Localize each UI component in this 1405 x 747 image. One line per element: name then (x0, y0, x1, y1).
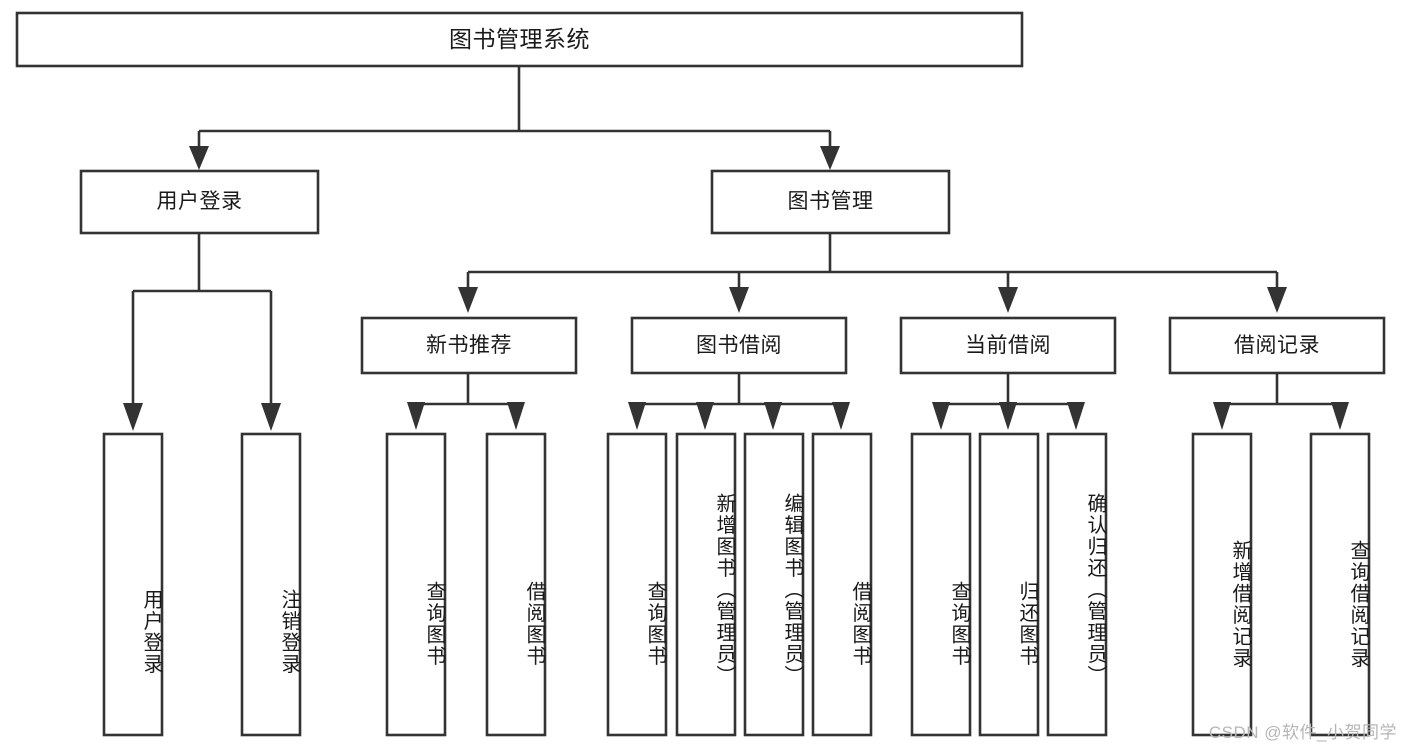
arrowhead-leaf-return-book (999, 402, 1017, 430)
node-box-leaf-query-book-3[interactable] (910, 432, 972, 737)
arrowhead-leaf-add-book (696, 402, 714, 430)
node-box-user-login[interactable] (79, 169, 320, 235)
arrowhead-user-login (189, 146, 209, 170)
node-box-leaf-return-book[interactable] (978, 432, 1040, 737)
node-box-leaf-borrow-book-1[interactable] (485, 432, 547, 737)
arrowhead-leaf-query-book-3 (932, 402, 950, 430)
arrowhead-current-borrow (998, 287, 1018, 313)
arrowhead-book-manage (820, 146, 840, 170)
arrowhead-borrow-record (1267, 287, 1287, 313)
node-box-leaf-query-book-2[interactable] (606, 432, 668, 737)
node-box-leaf-query-book-1[interactable] (385, 432, 447, 737)
arrowhead-leaf-borrow-book-2 (832, 402, 850, 430)
arrowhead-leaf-query-record (1331, 402, 1349, 430)
arrowhead-leaf-logout-login (261, 403, 281, 431)
arrowhead-leaf-add-record (1213, 402, 1231, 430)
node-box-borrow-record[interactable] (1168, 316, 1386, 375)
node-box-book-borrow[interactable] (630, 316, 848, 375)
arrowhead-leaf-edit-book (764, 402, 782, 430)
node-box-new-book-recommend[interactable] (360, 316, 578, 375)
node-box-current-borrow[interactable] (899, 316, 1117, 375)
node-box-layer (15, 11, 1386, 737)
node-box-leaf-query-record[interactable] (1309, 432, 1371, 737)
arrowhead-leaf-user-login (123, 403, 143, 431)
node-box-book-manage[interactable] (710, 169, 951, 235)
node-box-leaf-confirm-return[interactable] (1046, 432, 1108, 737)
node-box-leaf-add-record[interactable] (1191, 432, 1253, 737)
arrowhead-layer (123, 146, 1349, 431)
node-box-leaf-logout-login[interactable] (240, 432, 302, 737)
csdn-watermark: CSDN @软件_小贺同学 (1208, 723, 1397, 742)
arrowhead-book-borrow (729, 287, 749, 313)
arrowhead-leaf-query-book-1 (407, 402, 425, 430)
arrowhead-leaf-query-book-2 (628, 402, 646, 430)
node-box-leaf-add-book[interactable] (675, 432, 737, 737)
arrowhead-leaf-borrow-book-1 (507, 402, 525, 430)
node-box-root[interactable] (15, 11, 1024, 68)
node-box-leaf-borrow-book-2[interactable] (811, 432, 873, 737)
node-box-leaf-user-login[interactable] (102, 432, 164, 737)
arrowhead-leaf-confirm-return (1067, 402, 1085, 430)
node-box-leaf-edit-book[interactable] (743, 432, 805, 737)
arrowhead-new-book-recommend (458, 287, 478, 313)
